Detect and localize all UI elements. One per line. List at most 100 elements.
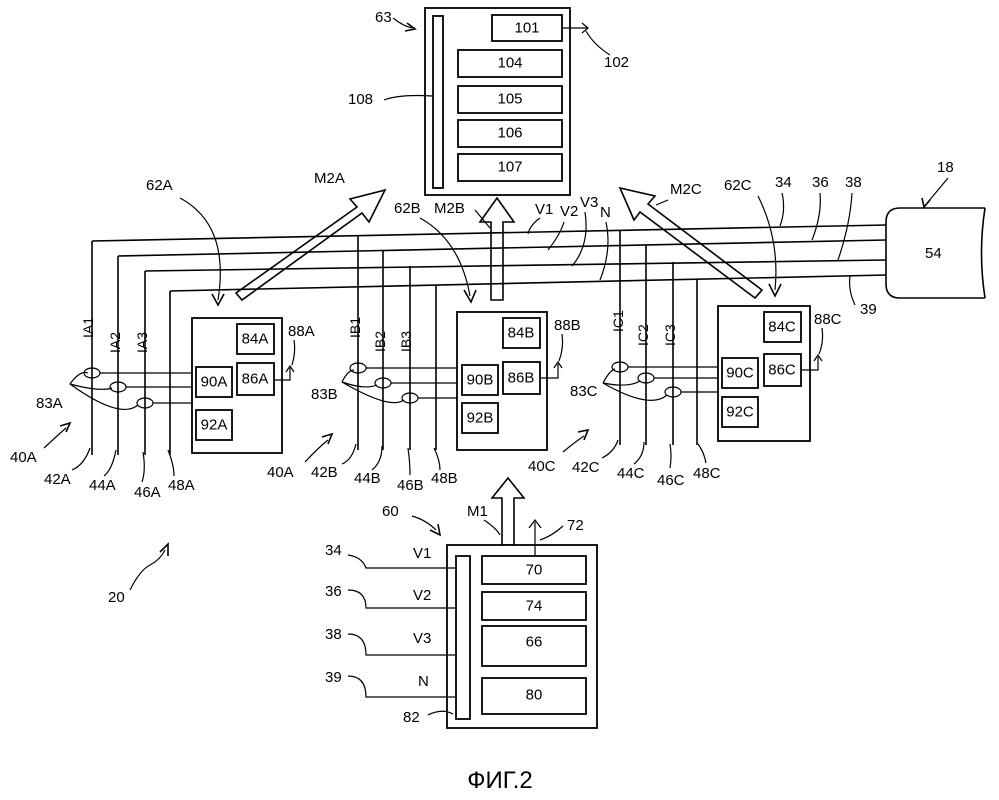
line-ref-39: 39 <box>860 301 877 318</box>
svg-text:84A: 84A <box>242 331 269 348</box>
conductor-ref-46A: 46A <box>134 484 161 501</box>
bus-108 <box>433 16 443 188</box>
bus-82 <box>456 556 470 719</box>
svg-text:105: 105 <box>497 91 522 108</box>
module-62C: 84C 86C 90C 92C 88C <box>718 306 842 441</box>
group-ref-40C: 40C <box>528 458 556 475</box>
input-line-38 <box>348 634 456 655</box>
svg-text:90C: 90C <box>726 365 754 382</box>
bus-line-38 <box>145 260 886 271</box>
input-line-36 <box>348 590 456 608</box>
conductor-ref-42C: 42C <box>572 459 600 476</box>
block-54-label: 54 <box>925 245 942 262</box>
input-voltage-V1: V1 <box>413 545 431 562</box>
svg-text:86B: 86B <box>508 370 535 387</box>
device-ref-18: 18 <box>937 159 954 176</box>
conductor-ref-48C: 48C <box>693 465 721 482</box>
input-ref-38: 38 <box>325 626 342 643</box>
current-label-IB2: IB2 <box>372 331 388 352</box>
bus-voltage-V2: V2 <box>560 203 578 220</box>
input-voltage-N: N <box>418 673 429 690</box>
current-label-IC2: IC2 <box>635 324 651 346</box>
group-ref-40A-B: 40A <box>267 464 294 481</box>
antenna-ref-88A: 88A <box>288 323 315 340</box>
svg-text:104: 104 <box>497 55 522 72</box>
current-label-IA3: IA3 <box>134 332 150 353</box>
bus-ref-108: 108 <box>348 91 373 108</box>
antenna-ref-88B: 88B <box>554 317 581 334</box>
input-voltage-V2: V2 <box>413 587 431 604</box>
module-ref-62A: 62A <box>146 177 173 194</box>
input-voltage-V3: V3 <box>413 630 431 647</box>
current-label-IA1: IA1 <box>80 317 96 338</box>
line-ref-38: 38 <box>845 174 862 191</box>
module-ref-62B: 62B <box>394 200 421 217</box>
figure-caption: ФИГ.2 <box>467 767 533 794</box>
arrow-M2A <box>236 190 385 300</box>
current-label-IA2: IA2 <box>107 332 123 353</box>
sensor-ref-83B: 83B <box>311 386 338 403</box>
current-label-IC3: IC3 <box>662 324 678 346</box>
sensor-ref-83C: 83C <box>570 383 598 400</box>
current-label-IC1: IC1 <box>610 310 626 332</box>
arrow-label-M2B: M2B <box>434 200 465 217</box>
bus-voltage-V3: V3 <box>580 194 598 211</box>
conductor-ref-44C: 44C <box>617 465 645 482</box>
svg-text:92A: 92A <box>201 417 228 434</box>
line-ref-34: 34 <box>775 174 792 191</box>
conductor-ref-46B: 46B <box>397 477 424 494</box>
voltage-unit-60: 70 74 66 80 72 60 82 34 36 38 39 V1 V2 V… <box>325 503 597 728</box>
conductor-ref-42A: 42A <box>44 471 71 488</box>
conductors-A <box>70 241 195 455</box>
conductor-ref-42B: 42B <box>311 464 338 481</box>
arrow-M1 <box>492 478 524 545</box>
input-ref-34: 34 <box>325 542 342 559</box>
svg-text:107: 107 <box>497 159 522 176</box>
arrow-label-M2A: M2A <box>314 170 345 187</box>
svg-text:74: 74 <box>526 598 543 615</box>
current-label-IB3: IB3 <box>398 331 414 352</box>
antenna-ref-102: 102 <box>604 54 629 71</box>
device-18: 54 18 <box>886 159 985 298</box>
module-ref-62C: 62C <box>724 177 752 194</box>
svg-text:70: 70 <box>526 562 543 579</box>
sensor-ref-83A: 83A <box>36 395 63 412</box>
antenna-ref-88C: 88C <box>814 311 842 328</box>
svg-text:86C: 86C <box>768 362 796 379</box>
svg-text:80: 80 <box>526 687 543 704</box>
conductor-ref-44B: 44B <box>354 470 381 487</box>
svg-text:101: 101 <box>514 20 539 37</box>
bus-line-36 <box>118 240 886 256</box>
bus-voltage-V1: V1 <box>535 201 553 218</box>
input-ref-39: 39 <box>325 669 342 686</box>
conductor-ref-46C: 46C <box>657 472 685 489</box>
central-ref-63: 63 <box>375 9 392 26</box>
svg-text:90B: 90B <box>467 372 494 389</box>
svg-text:84B: 84B <box>508 325 535 342</box>
module-B-labels: 62B IB1 IB2 IB3 83B 40A 42B 44B 46B 48B <box>267 200 476 494</box>
current-label-IB1: IB1 <box>347 317 363 338</box>
bus-voltage-N: N <box>600 204 611 221</box>
conductor-ref-44A: 44A <box>89 477 116 494</box>
svg-text:90A: 90A <box>201 374 228 391</box>
svg-text:92B: 92B <box>467 410 494 427</box>
conductor-ref-48A: 48A <box>168 477 195 494</box>
svg-text:106: 106 <box>497 125 522 142</box>
module-62B: 84B 86B 90B 92B 88B <box>457 312 581 450</box>
arrow-label-M2C: M2C <box>670 181 702 198</box>
conductor-ref-48B: 48B <box>431 470 458 487</box>
svg-text:66: 66 <box>526 634 543 651</box>
line-ref-36: 36 <box>812 174 829 191</box>
input-line-34 <box>348 555 456 568</box>
input-ref-36: 36 <box>325 583 342 600</box>
central-unit-63: 101 104 105 106 107 102 63 108 <box>348 8 629 195</box>
group-ref-40A: 40A <box>10 449 37 466</box>
svg-text:92C: 92C <box>726 404 754 421</box>
bus-ref-82: 82 <box>403 709 420 726</box>
system-ref-20: 20 <box>108 544 168 606</box>
voltage-unit-ref-60: 60 <box>382 503 399 520</box>
svg-text:84C: 84C <box>768 319 796 336</box>
arrow-label-M1: M1 <box>467 503 488 520</box>
svg-text:86A: 86A <box>242 371 269 388</box>
